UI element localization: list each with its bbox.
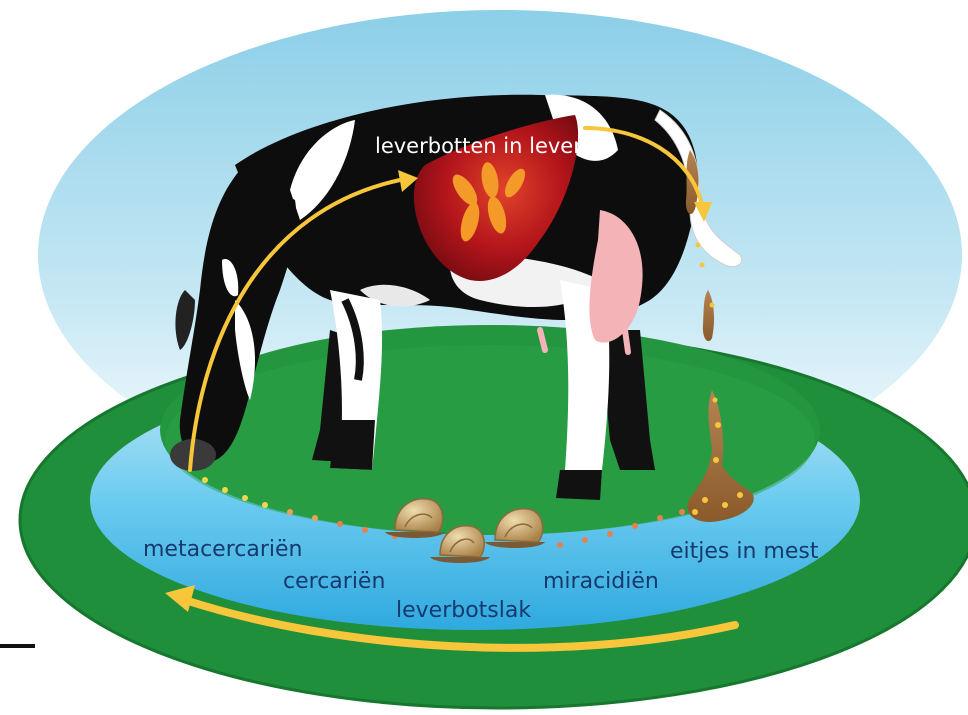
label-miracidia: miracidiën	[543, 571, 659, 593]
label-metacercariae: metacercariën	[143, 539, 302, 561]
label-eggs: eitjes in mest	[670, 541, 818, 563]
label-snail: leverbotslak	[396, 600, 531, 622]
label-cercariae: cercariën	[283, 571, 385, 593]
label-liver: leverbotten in lever	[375, 136, 582, 157]
